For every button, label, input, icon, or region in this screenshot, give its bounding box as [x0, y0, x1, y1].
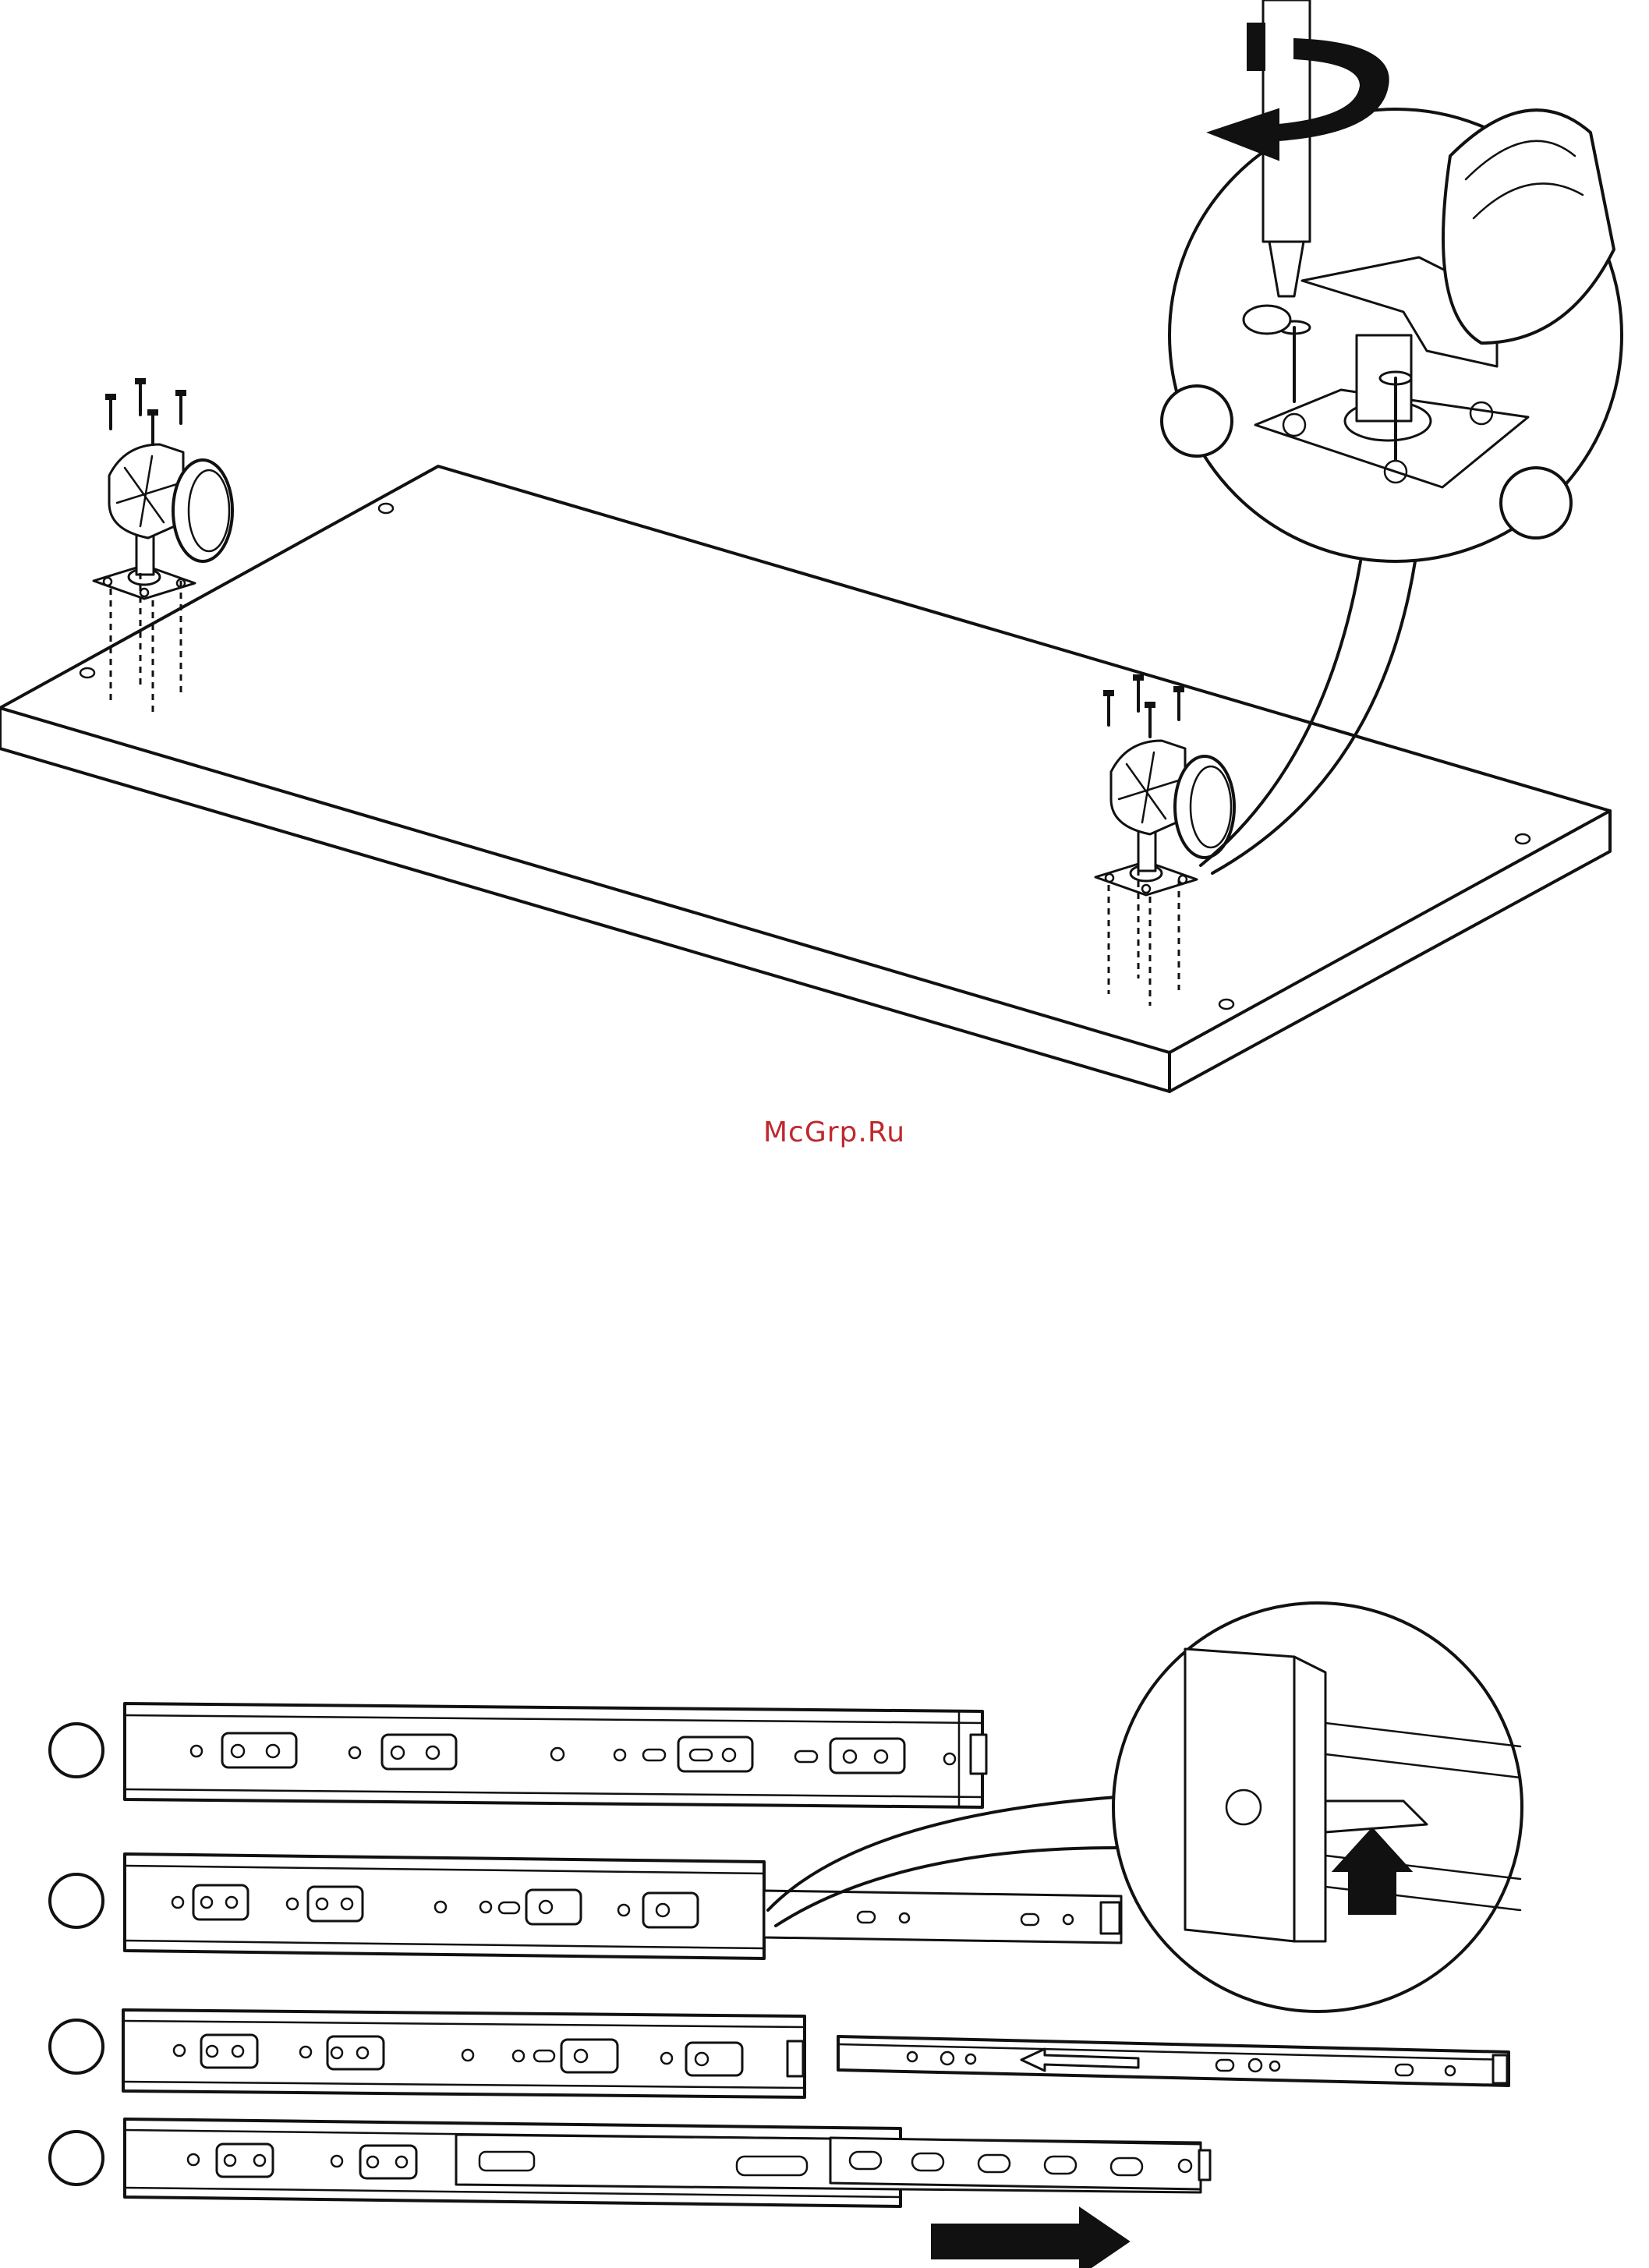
caster-wheel-icon [94, 444, 232, 599]
step-markers [50, 1724, 103, 2185]
drawer-slide-icon [125, 1704, 986, 1807]
detail-magnifier [1113, 1603, 1522, 2011]
screw-icon [106, 379, 186, 444]
drawer-slide-icon [123, 2010, 1509, 2097]
slide-direction-arrow-icon [932, 2208, 1129, 2268]
drawer-slide-icon [125, 2119, 1210, 2206]
drawer-slide-icon [125, 1854, 1121, 1958]
